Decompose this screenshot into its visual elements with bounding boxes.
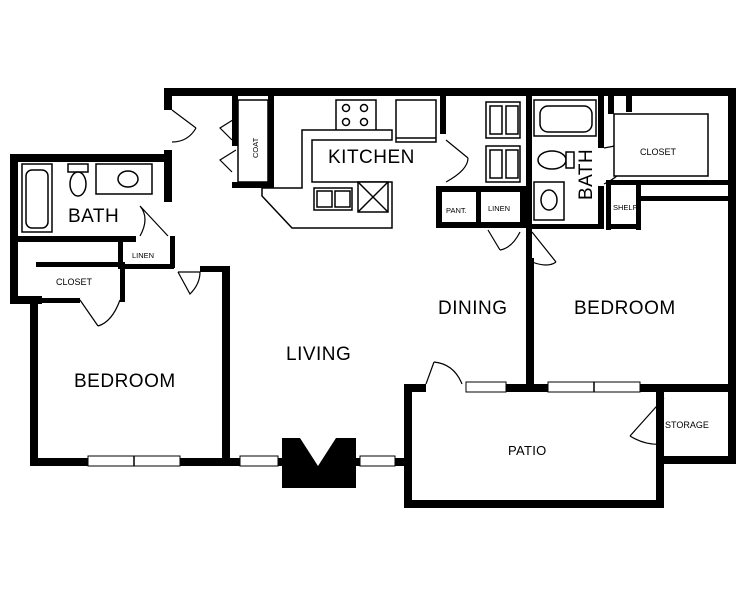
label-bath-right: BATH: [576, 149, 597, 200]
label-closet-right: CLOSET: [640, 147, 677, 157]
label-bath-left: BATH: [68, 206, 119, 227]
room-labels: KITCHEN COAT BATH LINEN CLOSET BEDROOM L…: [56, 137, 709, 458]
label-storage: STORAGE: [665, 420, 709, 430]
label-pantry: PANT.: [446, 206, 467, 215]
label-bedroom-right: BEDROOM: [574, 298, 676, 319]
doors: [79, 109, 665, 445]
walls: [10, 88, 736, 508]
label-closet-left: CLOSET: [56, 277, 93, 287]
label-patio: PATIO: [508, 443, 547, 458]
label-coat: COAT: [251, 137, 260, 158]
label-dining: DINING: [438, 298, 508, 319]
label-kitchen: KITCHEN: [328, 147, 415, 168]
windows: [87, 381, 641, 467]
label-linen-mid: LINEN: [488, 204, 510, 213]
label-bedroom-left: BEDROOM: [74, 371, 176, 392]
label-linen-left: LINEN: [132, 251, 154, 260]
label-living: LIVING: [286, 344, 351, 365]
label-shelf: SHELF: [613, 203, 638, 212]
fixtures: [21, 99, 709, 233]
